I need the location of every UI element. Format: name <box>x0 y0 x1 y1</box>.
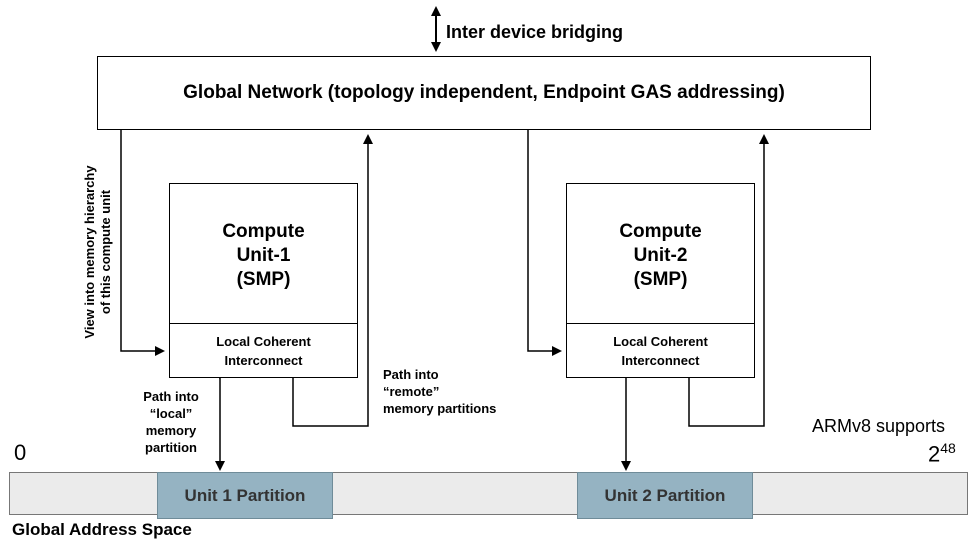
global-network-box: Global Network (topology independent, En… <box>97 56 871 130</box>
cu2-title-line1: Compute <box>619 221 702 242</box>
remote-path-line1: Path into <box>383 367 439 382</box>
address-end-label: 248 <box>928 440 956 467</box>
memory-hierarchy-side-label: View into memory hierarchy of this compu… <box>82 147 114 357</box>
cu1-title-line1: Compute <box>222 221 305 242</box>
local-coherent-interconnect-1: Local Coherent Interconnect <box>170 323 357 377</box>
address-end-exponent: 48 <box>940 440 956 456</box>
compute-unit-1: Compute Unit-1 (SMP) Local Coherent Inte… <box>169 183 358 378</box>
unit-1-partition: Unit 1 Partition <box>157 472 333 519</box>
cu1-title-line3: (SMP) <box>236 269 291 290</box>
local-path-label: Path into “local” memory partition <box>126 388 216 456</box>
armv8-label: ARMv8 supports <box>812 416 946 436</box>
global-address-space-bar <box>9 472 968 515</box>
cu1-lci-line1: Local Coherent <box>216 333 311 349</box>
local-coherent-interconnect-2: Local Coherent Interconnect <box>567 323 754 377</box>
local-path-line2: “local” <box>149 406 193 421</box>
global-address-space-label: Global Address Space <box>12 520 192 539</box>
local-path-line1: Path into <box>143 389 199 404</box>
cu2-title-line3: (SMP) <box>633 269 688 290</box>
cu1-title-line2: Unit-1 <box>236 245 291 266</box>
cu2-lci-line2: Interconnect <box>621 352 700 368</box>
remote-path-unit1 <box>292 134 373 427</box>
unit-2-partition: Unit 2 Partition <box>577 472 753 519</box>
cu2-title-line2: Unit-2 <box>633 245 688 266</box>
remote-path-unit2 <box>688 134 769 427</box>
local-path-line3: memory <box>145 423 197 438</box>
remote-path-label: Path into “remote” memory partitions <box>383 366 496 417</box>
side-label-line2: of this compute unit <box>98 189 113 315</box>
bridging-label: Inter device bridging <box>446 22 624 42</box>
cu2-lci-line1: Local Coherent <box>613 333 708 349</box>
view-path-unit2 <box>527 130 562 356</box>
remote-path-line2: “remote” <box>383 384 440 399</box>
remote-path-line3: memory partitions <box>383 401 497 416</box>
cu1-lci-line2: Interconnect <box>224 352 303 368</box>
view-path-unit1 <box>120 130 165 356</box>
compute-unit-2-title: Compute Unit-2 (SMP) <box>567 184 754 322</box>
address-start-label: 0 <box>14 440 27 465</box>
compute-unit-1-title: Compute Unit-1 (SMP) <box>170 184 357 322</box>
local-path-line4: partition <box>145 440 197 455</box>
address-end-base: 2 <box>928 441 941 467</box>
compute-unit-2: Compute Unit-2 (SMP) Local Coherent Inte… <box>566 183 755 378</box>
side-label-line1: View into memory hierarchy <box>82 165 97 339</box>
